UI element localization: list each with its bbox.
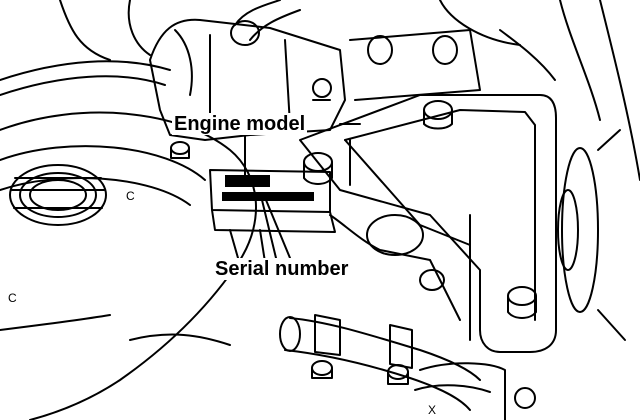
right-pulley bbox=[557, 129, 626, 341]
mark-c-left: C bbox=[126, 189, 135, 203]
serial-number-leader-right bbox=[265, 199, 291, 259]
engine-model-label: Engine model bbox=[172, 113, 308, 135]
upper-hose bbox=[230, 0, 301, 46]
bolt-upper-right bbox=[423, 100, 453, 130]
bolt-lower-right bbox=[507, 286, 537, 319]
hose-clamp-left bbox=[311, 314, 341, 379]
bottom-pipe bbox=[414, 362, 536, 420]
mounting-plate bbox=[299, 94, 557, 353]
mark-c-bottom: C bbox=[8, 291, 17, 305]
serial-number-label: Serial number bbox=[213, 258, 351, 280]
serial-number-stamp bbox=[222, 192, 314, 201]
engine-model-stamp bbox=[225, 175, 270, 187]
engine-block-face bbox=[209, 169, 336, 266]
bolt-plate-left bbox=[303, 152, 333, 185]
lower-housing bbox=[329, 214, 461, 321]
reservoir-tank bbox=[0, 111, 257, 420]
serial-number-leader-left bbox=[261, 199, 277, 259]
mark-x-bottom: X bbox=[428, 403, 436, 417]
bolt-bracket-left bbox=[170, 141, 190, 159]
hose-clamp-right bbox=[387, 324, 413, 385]
filler-neck bbox=[9, 164, 107, 226]
upper-bracket bbox=[149, 18, 481, 141]
